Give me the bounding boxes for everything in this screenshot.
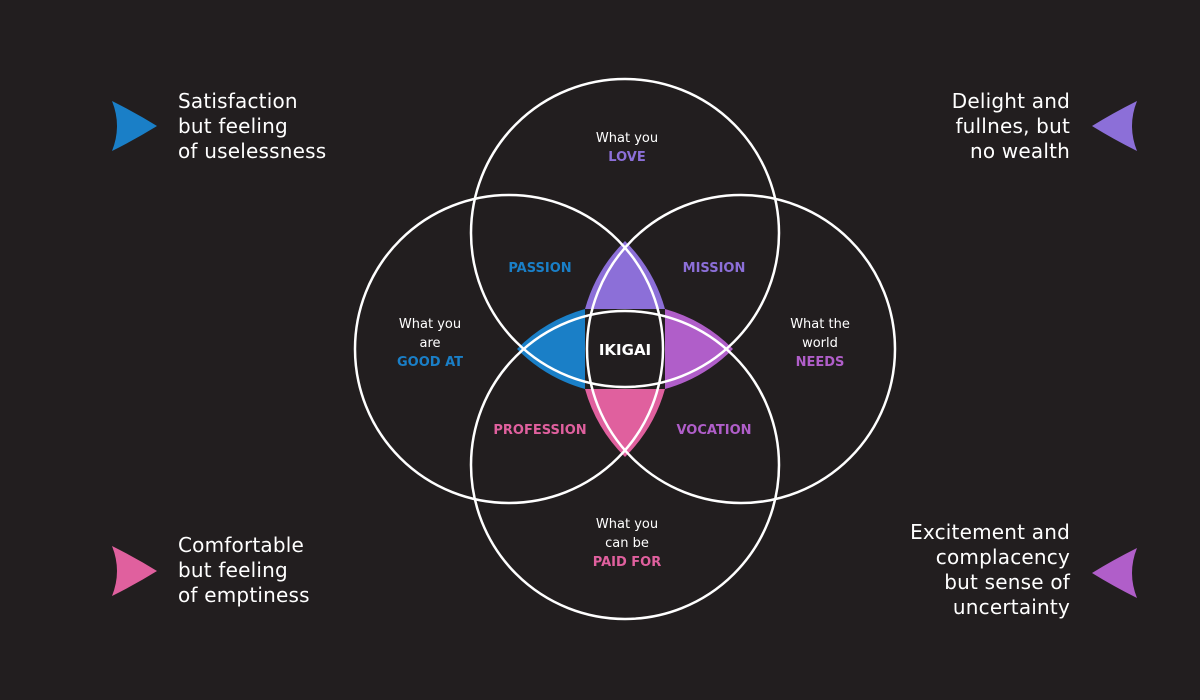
paid-line2: can be	[605, 536, 649, 551]
right-petal	[665, 309, 733, 389]
paid-key: PAID FOR	[593, 555, 662, 570]
good-at-line1: What you	[399, 317, 461, 332]
note-line: Delight and	[951, 89, 1070, 113]
paid-line1: What you	[596, 517, 658, 532]
blue-arrowhead-icon	[112, 101, 157, 151]
note-top-right: Delight and fullnes, but no wealth	[952, 89, 1070, 164]
note-bottom-right: Excitement and complacency but sense of …	[910, 520, 1070, 620]
passion-label: PASSION	[508, 261, 571, 276]
note-line: of emptiness	[178, 583, 310, 607]
world-line1: What the	[790, 317, 850, 332]
pink-arrowhead-icon	[112, 546, 157, 596]
note-line: no wealth	[969, 139, 1070, 163]
mission-label: MISSION	[683, 261, 746, 276]
note-top-left: Satisfaction but feeling of uselessness	[178, 89, 326, 164]
world-needs-circle	[585, 193, 897, 505]
love-key: LOVE	[608, 150, 645, 165]
note-line: fullnes, but	[955, 114, 1070, 138]
note-line: but feeling	[178, 114, 288, 138]
note-line: Excitement and	[910, 520, 1070, 544]
note-line: complacency	[935, 545, 1070, 569]
vocation-label: VOCATION	[676, 423, 751, 438]
left-petal	[517, 309, 585, 389]
world-line2: world	[802, 336, 838, 351]
purple-arrowhead-icon	[1092, 548, 1137, 598]
profession-label: PROFESSION	[493, 423, 586, 438]
good-at-circle	[353, 193, 665, 505]
note-line: uncertainty	[952, 595, 1070, 619]
note-line: of uselessness	[178, 139, 327, 163]
love-circle	[469, 77, 781, 389]
note-line: Comfortable	[178, 533, 305, 557]
ikigai-label: IKIGAI	[599, 341, 651, 359]
bottom-petal	[585, 389, 665, 457]
good-at-line2: are	[419, 336, 440, 351]
world-key: NEEDS	[796, 355, 845, 370]
lavender-arrowhead-icon	[1092, 101, 1137, 151]
note-line: Satisfaction	[178, 89, 298, 113]
love-line1: What you	[596, 131, 658, 146]
top-petal	[585, 241, 665, 309]
paid-for-circle	[469, 309, 781, 621]
note-line: but feeling	[178, 558, 288, 582]
note-bottom-left: Comfortable but feeling of emptiness	[178, 533, 310, 608]
good-at-key: GOOD AT	[397, 355, 463, 370]
note-line: but sense of	[944, 570, 1070, 594]
